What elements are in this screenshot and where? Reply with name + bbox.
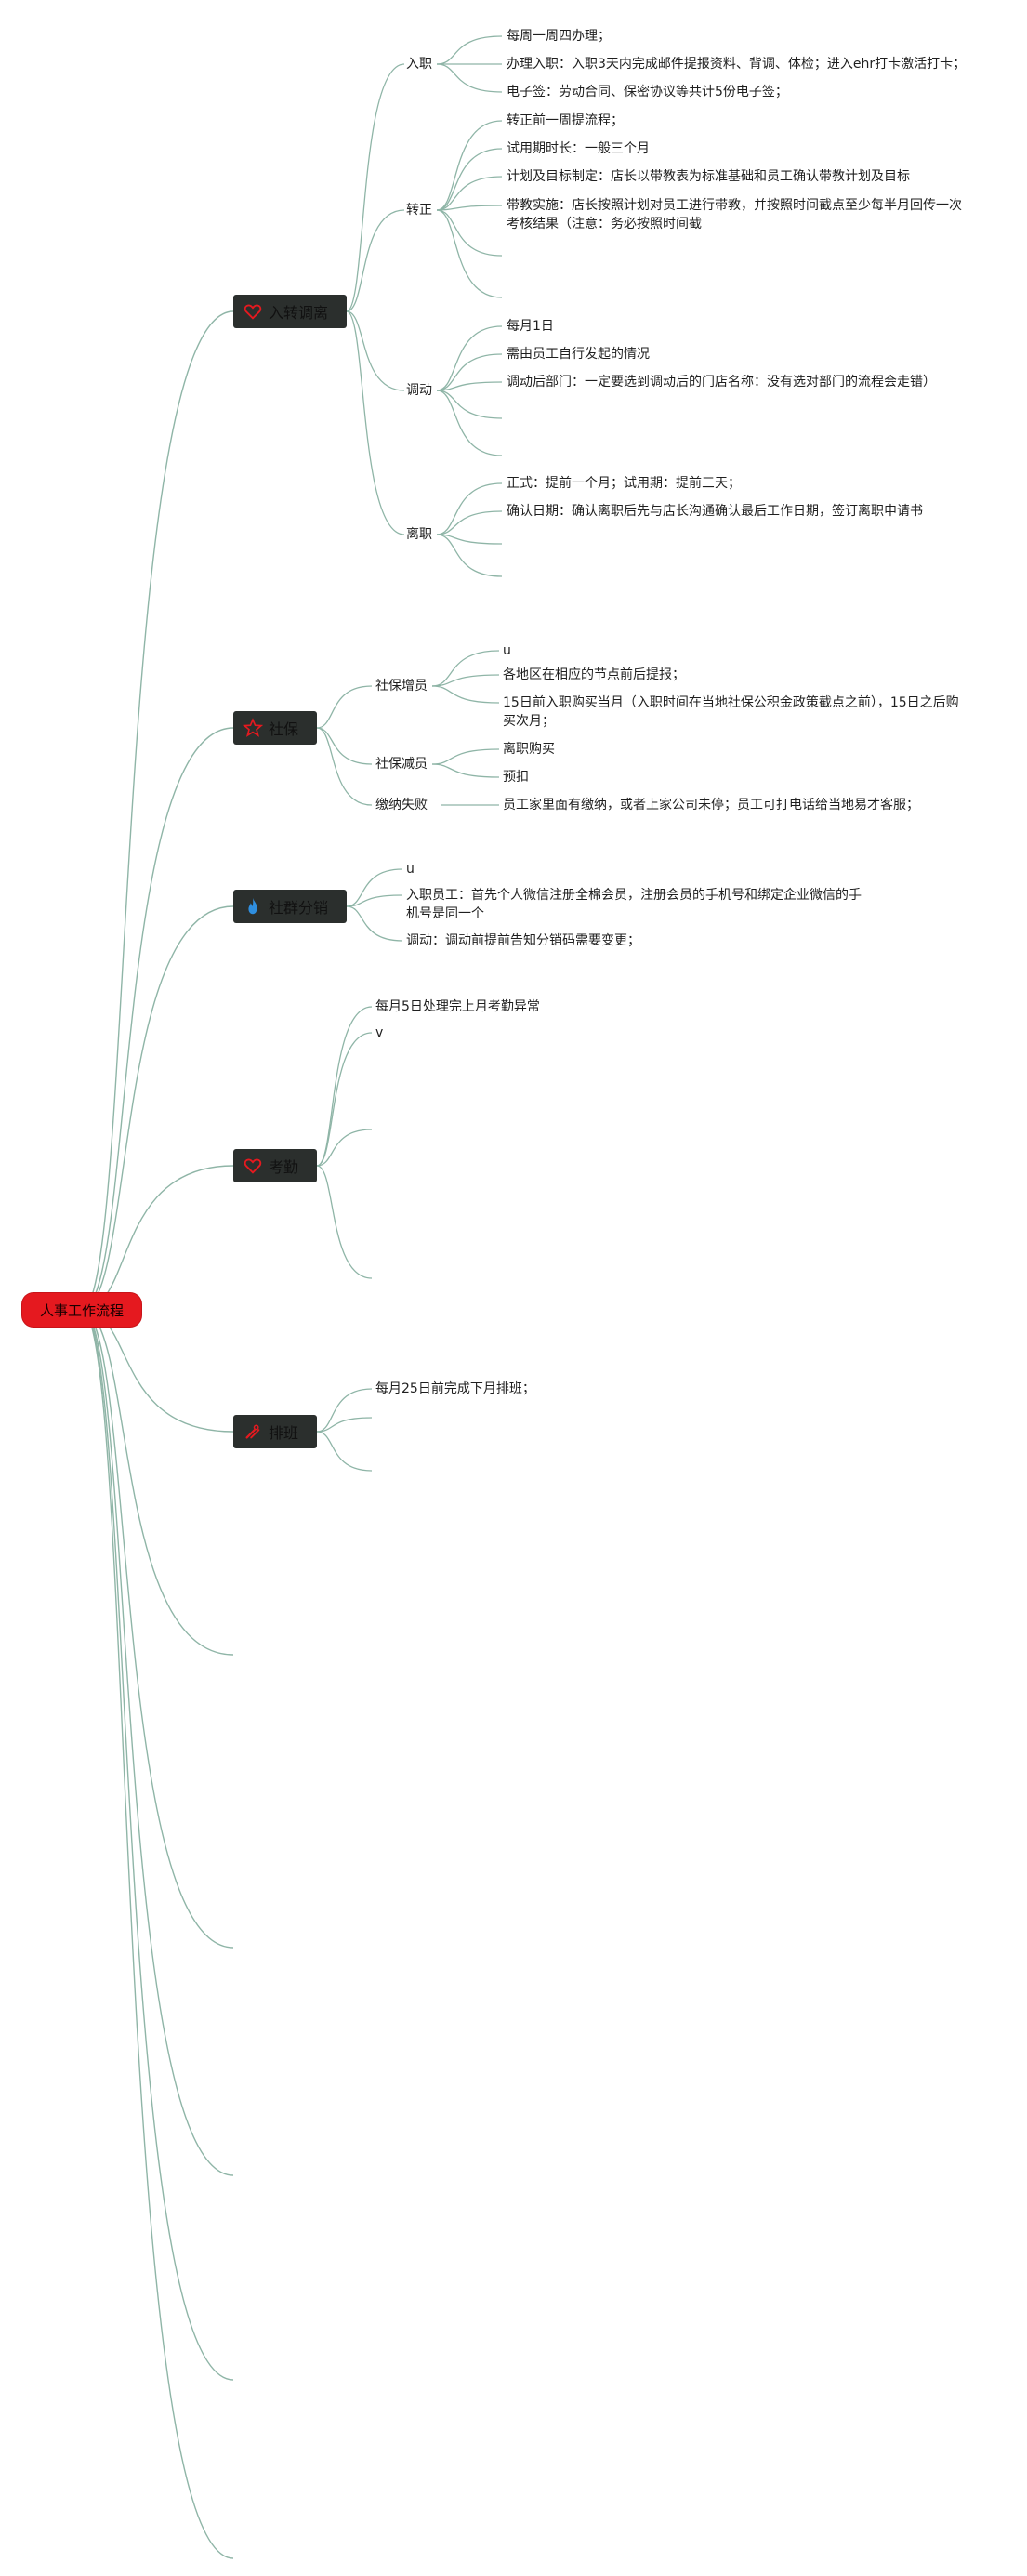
category-node-ruzhuan[interactable]: 入转调离: [233, 295, 347, 328]
connector-line: [346, 868, 403, 907]
connector-line: [81, 1309, 234, 2176]
leaf-item: 转正前一周提流程；: [507, 113, 624, 128]
branch-diaodong[interactable]: 调动: [406, 383, 432, 398]
connector-line: [436, 325, 503, 391]
connector-line: [436, 63, 503, 93]
connector-line: [316, 727, 373, 806]
leaf-item: u: [503, 643, 511, 658]
connector-line: [316, 1431, 373, 1472]
flame-icon: [243, 896, 263, 917]
leaf-item: 调动：调动前提前告知分销码需要变更；: [406, 933, 640, 948]
connector-line: [316, 1032, 373, 1167]
connector-line: [316, 1388, 373, 1433]
leaf-item: 15日前入职购买当月（入职时间在当地社保公积金政策截点之前），15日之后购买次月…: [503, 695, 959, 729]
connector-line: [81, 1309, 234, 1656]
connector-line: [436, 120, 503, 211]
leaf-item: 计划及目标制定：店长以带教表为标准基础和员工确认带教计划及目标: [507, 169, 910, 184]
category-label: 排班: [269, 1424, 299, 1442]
root-node[interactable]: 人事工作流程: [22, 1293, 141, 1327]
leaf-item: 办理入职：入职3天内完成邮件提报资料、背调、体检；进入ehr打卡激活打卡；: [507, 57, 967, 72]
leaf-item: v: [375, 1025, 384, 1040]
connector-line: [436, 353, 503, 391]
connector-line: [316, 1006, 373, 1167]
root-label: 人事工作流程: [39, 1301, 124, 1319]
connector-line: [436, 534, 503, 577]
leaf-item: 预扣: [503, 770, 529, 785]
connector-line: [316, 1417, 373, 1433]
connector-line: [316, 1129, 373, 1167]
leaf-item: 入职员工：首先个人微信注册全棉会员，注册会员的手机号和绑定企业微信的手机号是同一…: [406, 888, 862, 921]
tools-icon: [243, 1421, 263, 1442]
connector-line: [431, 748, 500, 765]
category-node-shebao[interactable]: 社保: [233, 711, 317, 745]
category-node-shequn[interactable]: 社群分销: [233, 890, 347, 923]
leaf-item: 各地区在相应的节点前后提报；: [503, 667, 685, 682]
connector-line: [431, 685, 500, 704]
heart-icon: [243, 1156, 263, 1176]
connector-line: [81, 1309, 234, 1949]
connector-line: [81, 310, 234, 1311]
category-label: 入转调离: [269, 304, 329, 322]
connector-line: [436, 482, 503, 535]
leaf-item: 带教实施：店长按照计划对员工进行带教，并按照时间截点至少每半月回传一次考核结果（…: [507, 198, 962, 231]
connector-line: [431, 650, 500, 687]
category-node-kaoqin[interactable]: 考勤: [233, 1149, 317, 1182]
connector-line: [346, 894, 403, 907]
branch-shebao-zengyuan[interactable]: 社保增员: [375, 679, 428, 694]
connector-line: [81, 1309, 234, 2381]
branch-shebao-jianyuan[interactable]: 社保减员: [375, 757, 428, 772]
connector-line: [346, 905, 403, 942]
connector-line: [436, 381, 503, 391]
connector-line: [346, 310, 405, 535]
branch-lizhi[interactable]: 离职: [406, 527, 432, 542]
connector-line: [436, 209, 503, 257]
leaf-item: 试用期时长：一般三个月: [507, 141, 650, 156]
connector-line: [316, 685, 373, 729]
leaf-item: 每月5日处理完上月考勤异常: [375, 999, 540, 1014]
connector-line: [436, 390, 503, 419]
connector-line: [81, 1309, 234, 2559]
leaf-item: 离职购买: [503, 742, 555, 757]
connector-line: [436, 148, 503, 211]
connector-line: [436, 35, 503, 65]
leaf-item: 调动后部门：一定要选到调动后的门店名称：没有选对部门的流程会走错）: [507, 375, 936, 390]
category-label: 社保: [269, 720, 299, 738]
branch-zhuanzheng[interactable]: 转正: [406, 203, 432, 218]
connector-line: [81, 727, 234, 1311]
connector-line: [436, 176, 503, 211]
leaf-item: 确认日期：确认离职后先与店长沟通确认最后工作日期，签订离职申请书: [507, 504, 923, 519]
connector-line: [346, 310, 405, 391]
connector-line: [316, 727, 373, 765]
connector-line: [436, 205, 503, 211]
category-node-paiban[interactable]: 排班: [233, 1415, 317, 1448]
branch-ruzhi[interactable]: 入职: [406, 57, 432, 72]
connector-line: [346, 209, 405, 312]
connector-line: [436, 390, 503, 456]
leaf-item: 每周一周四办理；: [507, 29, 611, 44]
connector-line: [436, 209, 503, 298]
connector-line: [436, 510, 503, 535]
connector-line: [346, 63, 405, 312]
connector-line: [436, 534, 503, 545]
leaf-item: 每月1日: [507, 319, 554, 334]
heart-icon: [243, 301, 263, 322]
connector-line: [316, 1165, 373, 1279]
leaf-item: 电子签：劳动合同、保密协议等共计5份电子签；: [507, 85, 788, 99]
connector-line: [431, 674, 500, 687]
leaf-item: 需由员工自行发起的情况: [507, 347, 650, 362]
category-label: 考勤: [269, 1158, 299, 1176]
star-icon: [243, 718, 263, 738]
connector-line: [431, 763, 500, 778]
category-label: 社群分销: [269, 899, 329, 917]
leaf-item: 每月25日前完成下月排班；: [375, 1381, 535, 1396]
connector-line: [81, 905, 234, 1311]
branch-jiaona-shibai[interactable]: 缴纳失败: [375, 798, 428, 812]
connector-line: [81, 1165, 234, 1311]
leaf-item: 员工家里面有缴纳，或者上家公司未停；员工可打电话给当地易才客服；: [503, 798, 919, 812]
leaf-item: 正式：提前一个月；试用期：提前三天；: [507, 476, 741, 491]
leaf-item: u: [406, 862, 415, 877]
